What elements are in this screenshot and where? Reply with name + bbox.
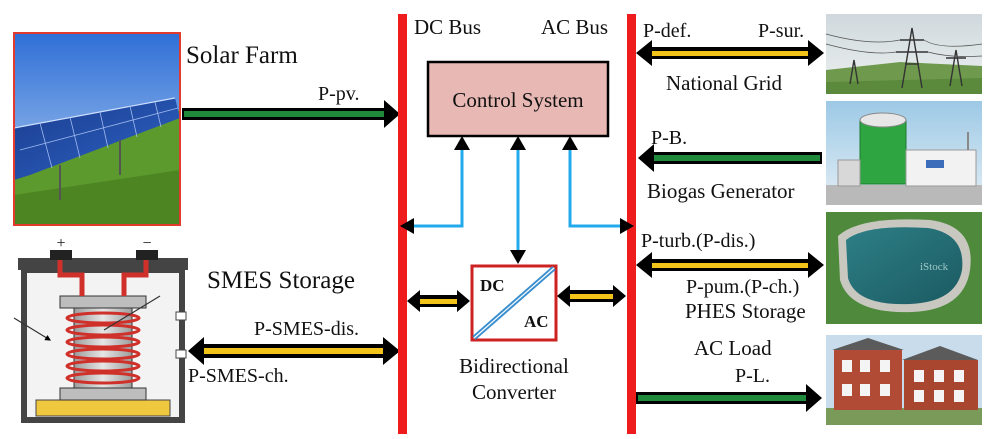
- positive-terminal-icon: +: [56, 235, 65, 252]
- stock-watermark-icon: iStock: [920, 261, 949, 273]
- solar-flow-arrow: [182, 100, 400, 128]
- biogas-generator-image: [826, 101, 982, 205]
- ac-load-building-image: [826, 335, 982, 425]
- dc-bus-label: DC Bus: [414, 15, 481, 39]
- solar-farm-label: Solar Farm: [186, 42, 298, 69]
- phes-storage-label: PHES Storage: [685, 299, 806, 323]
- converter-caption-line2: Converter: [472, 380, 556, 404]
- control-signal-arrowheads: [400, 136, 634, 264]
- ac-bus-label: AC Bus: [541, 15, 608, 39]
- smes-flow-arrow: [188, 337, 400, 365]
- negative-terminal-icon: −: [142, 235, 151, 252]
- ac-bus-bar: [627, 14, 636, 434]
- smes-coil-image: + −: [13, 235, 188, 423]
- biogas-flow-label: P-B.: [651, 127, 687, 149]
- biogas-flow-arrow: [638, 144, 822, 172]
- control-signal-lines: [412, 148, 622, 252]
- phes-flow-arrow: [636, 252, 824, 278]
- control-system-label: Control System: [452, 88, 583, 112]
- converter-ac-label: AC: [524, 312, 549, 331]
- converter-dc-label: DC: [480, 276, 505, 295]
- biogas-generator-label: Biogas Generator: [647, 179, 795, 203]
- solar-flow-label: P-pv.: [318, 83, 359, 105]
- grid-surplus-label: P-sur.: [758, 20, 804, 42]
- phes-reservoir-image: iStock: [826, 212, 982, 324]
- smes-discharge-label: P-SMES-dis.: [254, 318, 359, 340]
- solar-farm-image: [13, 32, 181, 226]
- smes-storage-label: SMES Storage: [207, 267, 355, 294]
- phes-discharge-label: P-turb.(P-dis.): [641, 230, 755, 252]
- load-flow-arrow: [636, 384, 822, 412]
- ac-load-label: AC Load: [694, 336, 772, 360]
- dc-bus-bar: [398, 14, 407, 434]
- phes-charge-label: P-pum.(P-ch.): [686, 276, 799, 298]
- ac-converter-flow-arrow: [557, 285, 626, 307]
- grid-deficit-label: P-def.: [643, 20, 691, 42]
- dc-converter-flow-arrow: [407, 290, 470, 312]
- bidirectional-converter-box: [470, 264, 558, 342]
- solar-panel-row: [13, 97, 180, 200]
- national-grid-label: National Grid: [666, 71, 783, 95]
- grid-flow-arrow: [636, 40, 824, 66]
- control-system-box: [426, 60, 610, 138]
- national-grid-image: [825, 14, 983, 94]
- smes-charge-label: P-SMES-ch.: [188, 365, 289, 387]
- load-flow-label: P-L.: [735, 365, 770, 387]
- converter-caption-line1: Bidirectional: [459, 354, 569, 378]
